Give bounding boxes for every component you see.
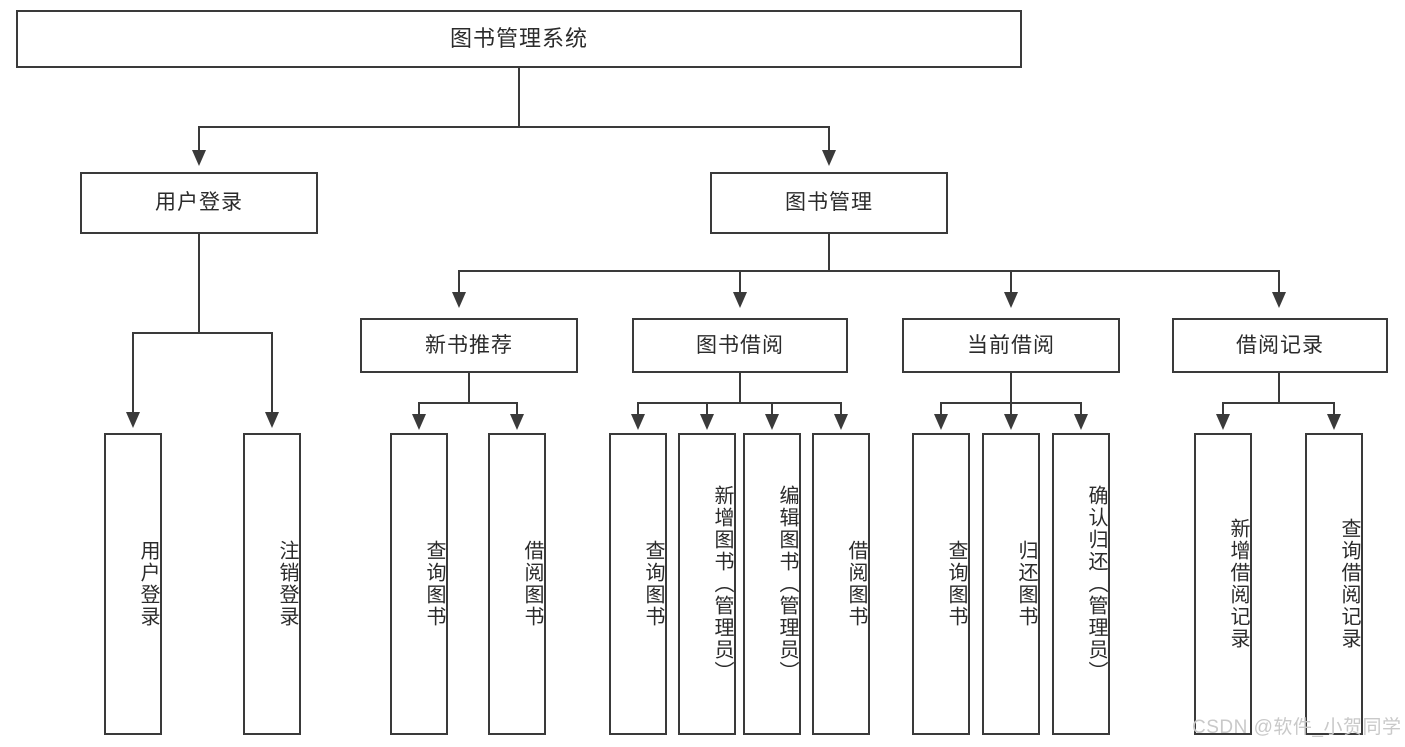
arrow-current-borrow-c3: [1074, 414, 1088, 430]
connector-borrow-record-left: [1222, 402, 1224, 416]
leaf-label: 编辑图书（管理员）: [776, 485, 798, 683]
connector-new-book-left: [418, 402, 420, 416]
leaf-user-login-logout[interactable]: 注销登录: [243, 433, 301, 735]
node-book-management[interactable]: 图书管理: [710, 172, 948, 234]
connector-book-mgmt-to-current: [1010, 270, 1012, 294]
connector-book-borrow-bus: [637, 402, 842, 404]
connector-borrow-record-bus: [1222, 402, 1335, 404]
connector-user-login-left: [132, 332, 134, 414]
arrow-book-mgmt-to-borrow: [733, 292, 747, 308]
arrow-book-mgmt-to-current: [1004, 292, 1018, 308]
leaf-label: 查询图书: [945, 540, 967, 628]
connector-root-stem: [518, 68, 520, 127]
leaf-new-book-query[interactable]: 查询图书: [390, 433, 448, 735]
connector-book-borrow-c3: [771, 402, 773, 416]
leaf-label: 确认归还（管理员）: [1085, 485, 1107, 683]
arrow-book-mgmt-to-new-book: [452, 292, 466, 308]
leaf-label: 新增图书（管理员）: [711, 485, 733, 683]
leaf-label: 归还图书: [1015, 540, 1037, 628]
leaf-user-login-login[interactable]: 用户登录: [104, 433, 162, 735]
connector-book-borrow-c1: [637, 402, 639, 416]
leaf-book-borrow-borrow[interactable]: 借阅图书: [812, 433, 870, 735]
leaf-borrow-record-add[interactable]: 新增借阅记录: [1194, 433, 1252, 735]
arrow-borrow-record-right: [1327, 414, 1341, 430]
node-current-borrow[interactable]: 当前借阅: [902, 318, 1120, 373]
connector-root-to-book-mgmt: [828, 126, 830, 152]
leaf-current-borrow-return[interactable]: 归还图书: [982, 433, 1040, 735]
connector-user-login-right: [271, 332, 273, 414]
connector-book-borrow-stem: [739, 373, 741, 404]
node-new-book-recommend[interactable]: 新书推荐: [360, 318, 578, 373]
leaf-label: 借阅图书: [845, 540, 867, 628]
arrow-book-borrow-c2: [700, 414, 714, 430]
leaf-label: 查询图书: [423, 540, 445, 628]
leaf-label: 用户登录: [137, 540, 159, 628]
node-borrow-record[interactable]: 借阅记录: [1172, 318, 1388, 373]
connector-current-borrow-stem: [1010, 373, 1012, 404]
connector-new-book-stem: [468, 373, 470, 404]
connector-current-borrow-c3: [1080, 402, 1082, 416]
connector-book-mgmt-to-record: [1278, 270, 1280, 294]
arrow-new-book-right: [510, 414, 524, 430]
connector-book-borrow-c2: [706, 402, 708, 416]
arrow-root-to-book-mgmt: [822, 150, 836, 166]
arrow-book-borrow-c3: [765, 414, 779, 430]
arrow-user-login-left: [126, 412, 140, 428]
arrow-root-to-user-login: [192, 150, 206, 166]
leaf-book-borrow-add[interactable]: 新增图书（管理员）: [678, 433, 736, 735]
leaf-label: 新增借阅记录: [1227, 518, 1249, 650]
leaf-label: 查询借阅记录: [1338, 518, 1360, 650]
arrow-book-borrow-c1: [631, 414, 645, 430]
node-root-system[interactable]: 图书管理系统: [16, 10, 1022, 68]
connector-book-mgmt-to-new-book: [458, 270, 460, 294]
connector-new-book-right: [516, 402, 518, 416]
arrow-new-book-left: [412, 414, 426, 430]
node-user-login[interactable]: 用户登录: [80, 172, 318, 234]
arrow-borrow-record-left: [1216, 414, 1230, 430]
leaf-current-borrow-confirm[interactable]: 确认归还（管理员）: [1052, 433, 1110, 735]
connector-root-to-user-login: [198, 126, 200, 152]
connector-borrow-record-right: [1333, 402, 1335, 416]
leaf-book-borrow-edit[interactable]: 编辑图书（管理员）: [743, 433, 801, 735]
connector-book-borrow-c4: [840, 402, 842, 416]
connector-user-login-stem: [198, 234, 200, 334]
leaf-label: 查询图书: [642, 540, 664, 628]
arrow-current-borrow-c2: [1004, 414, 1018, 430]
arrow-user-login-right: [265, 412, 279, 428]
leaf-label: 注销登录: [276, 540, 298, 628]
leaf-current-borrow-query[interactable]: 查询图书: [912, 433, 970, 735]
arrow-book-borrow-c4: [834, 414, 848, 430]
leaf-label: 借阅图书: [521, 540, 543, 628]
arrow-book-mgmt-to-record: [1272, 292, 1286, 308]
leaf-book-borrow-query[interactable]: 查询图书: [609, 433, 667, 735]
connector-borrow-record-stem: [1278, 373, 1280, 404]
leaf-borrow-record-query[interactable]: 查询借阅记录: [1305, 433, 1363, 735]
connector-current-borrow-c1: [940, 402, 942, 416]
connector-new-book-bus: [418, 402, 518, 404]
connector-book-mgmt-bus: [458, 270, 1280, 272]
connector-book-mgmt-stem: [828, 234, 830, 272]
connector-book-mgmt-to-borrow: [739, 270, 741, 294]
connector-root-bus: [198, 126, 830, 128]
node-book-borrow[interactable]: 图书借阅: [632, 318, 848, 373]
connector-current-borrow-c2: [1010, 402, 1012, 416]
arrow-current-borrow-c1: [934, 414, 948, 430]
leaf-new-book-borrow[interactable]: 借阅图书: [488, 433, 546, 735]
connector-user-login-bus: [132, 332, 272, 334]
